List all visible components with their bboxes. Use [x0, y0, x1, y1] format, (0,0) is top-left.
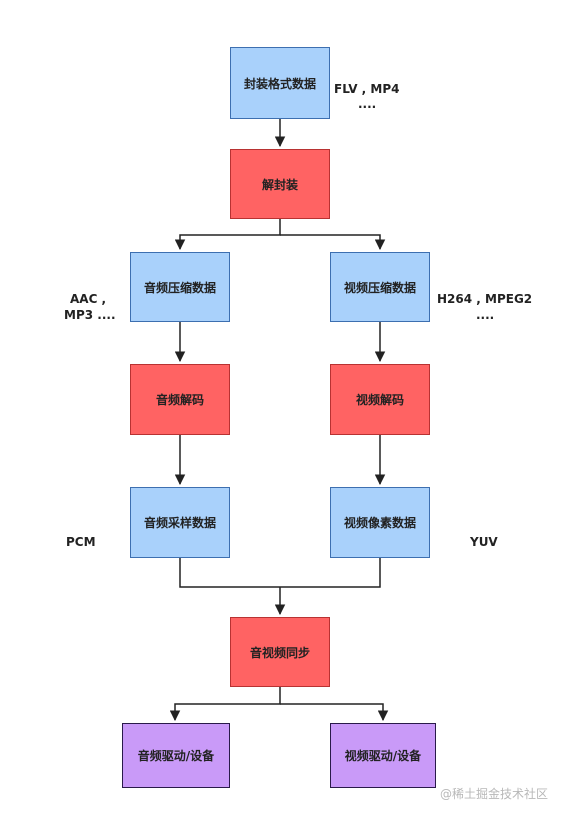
watermark: @稀土掘金技术社区: [439, 787, 548, 801]
video-codecs-note: H264 , MPEG2: [437, 292, 533, 306]
arrow-sync-to-video-driver: [280, 703, 389, 722]
audio-codecs-note: AAC ,: [70, 292, 107, 306]
arrow-demux-to-video-compressed: [280, 234, 386, 251]
video-codecs-ellipsis: ....: [476, 308, 495, 322]
video-driver-box: 视频驱动/设备: [330, 723, 436, 788]
arrow-demux-to-audio-compressed: [174, 219, 281, 251]
audio-decode-box: 音频解码: [130, 364, 230, 435]
audio-raw-format-note: PCM: [66, 535, 96, 549]
arrow-raw-merge-to-sync: [179, 558, 381, 614]
container-formats-ellipsis: ....: [358, 97, 377, 111]
video-raw-format-note: YUV: [470, 535, 498, 549]
audio-compressed-box: 音频压缩数据: [130, 252, 230, 322]
audio-codecs-note-line2: MP3 ....: [64, 308, 116, 322]
video-compressed-box: 视频压缩数据: [330, 252, 430, 322]
av-sync-box: 音视频同步: [230, 617, 330, 687]
arrow-sync-to-audio-driver: [169, 687, 281, 722]
audio-samples-box: 音频采样数据: [130, 487, 230, 558]
video-decode-box: 视频解码: [330, 364, 430, 435]
demux-box: 解封装: [230, 149, 330, 219]
audio-driver-box: 音频驱动/设备: [122, 723, 230, 788]
container-formats-note: FLV , MP4: [334, 82, 400, 96]
container-data-box: 封装格式数据: [230, 47, 330, 119]
video-pixels-box: 视频像素数据: [330, 487, 430, 558]
